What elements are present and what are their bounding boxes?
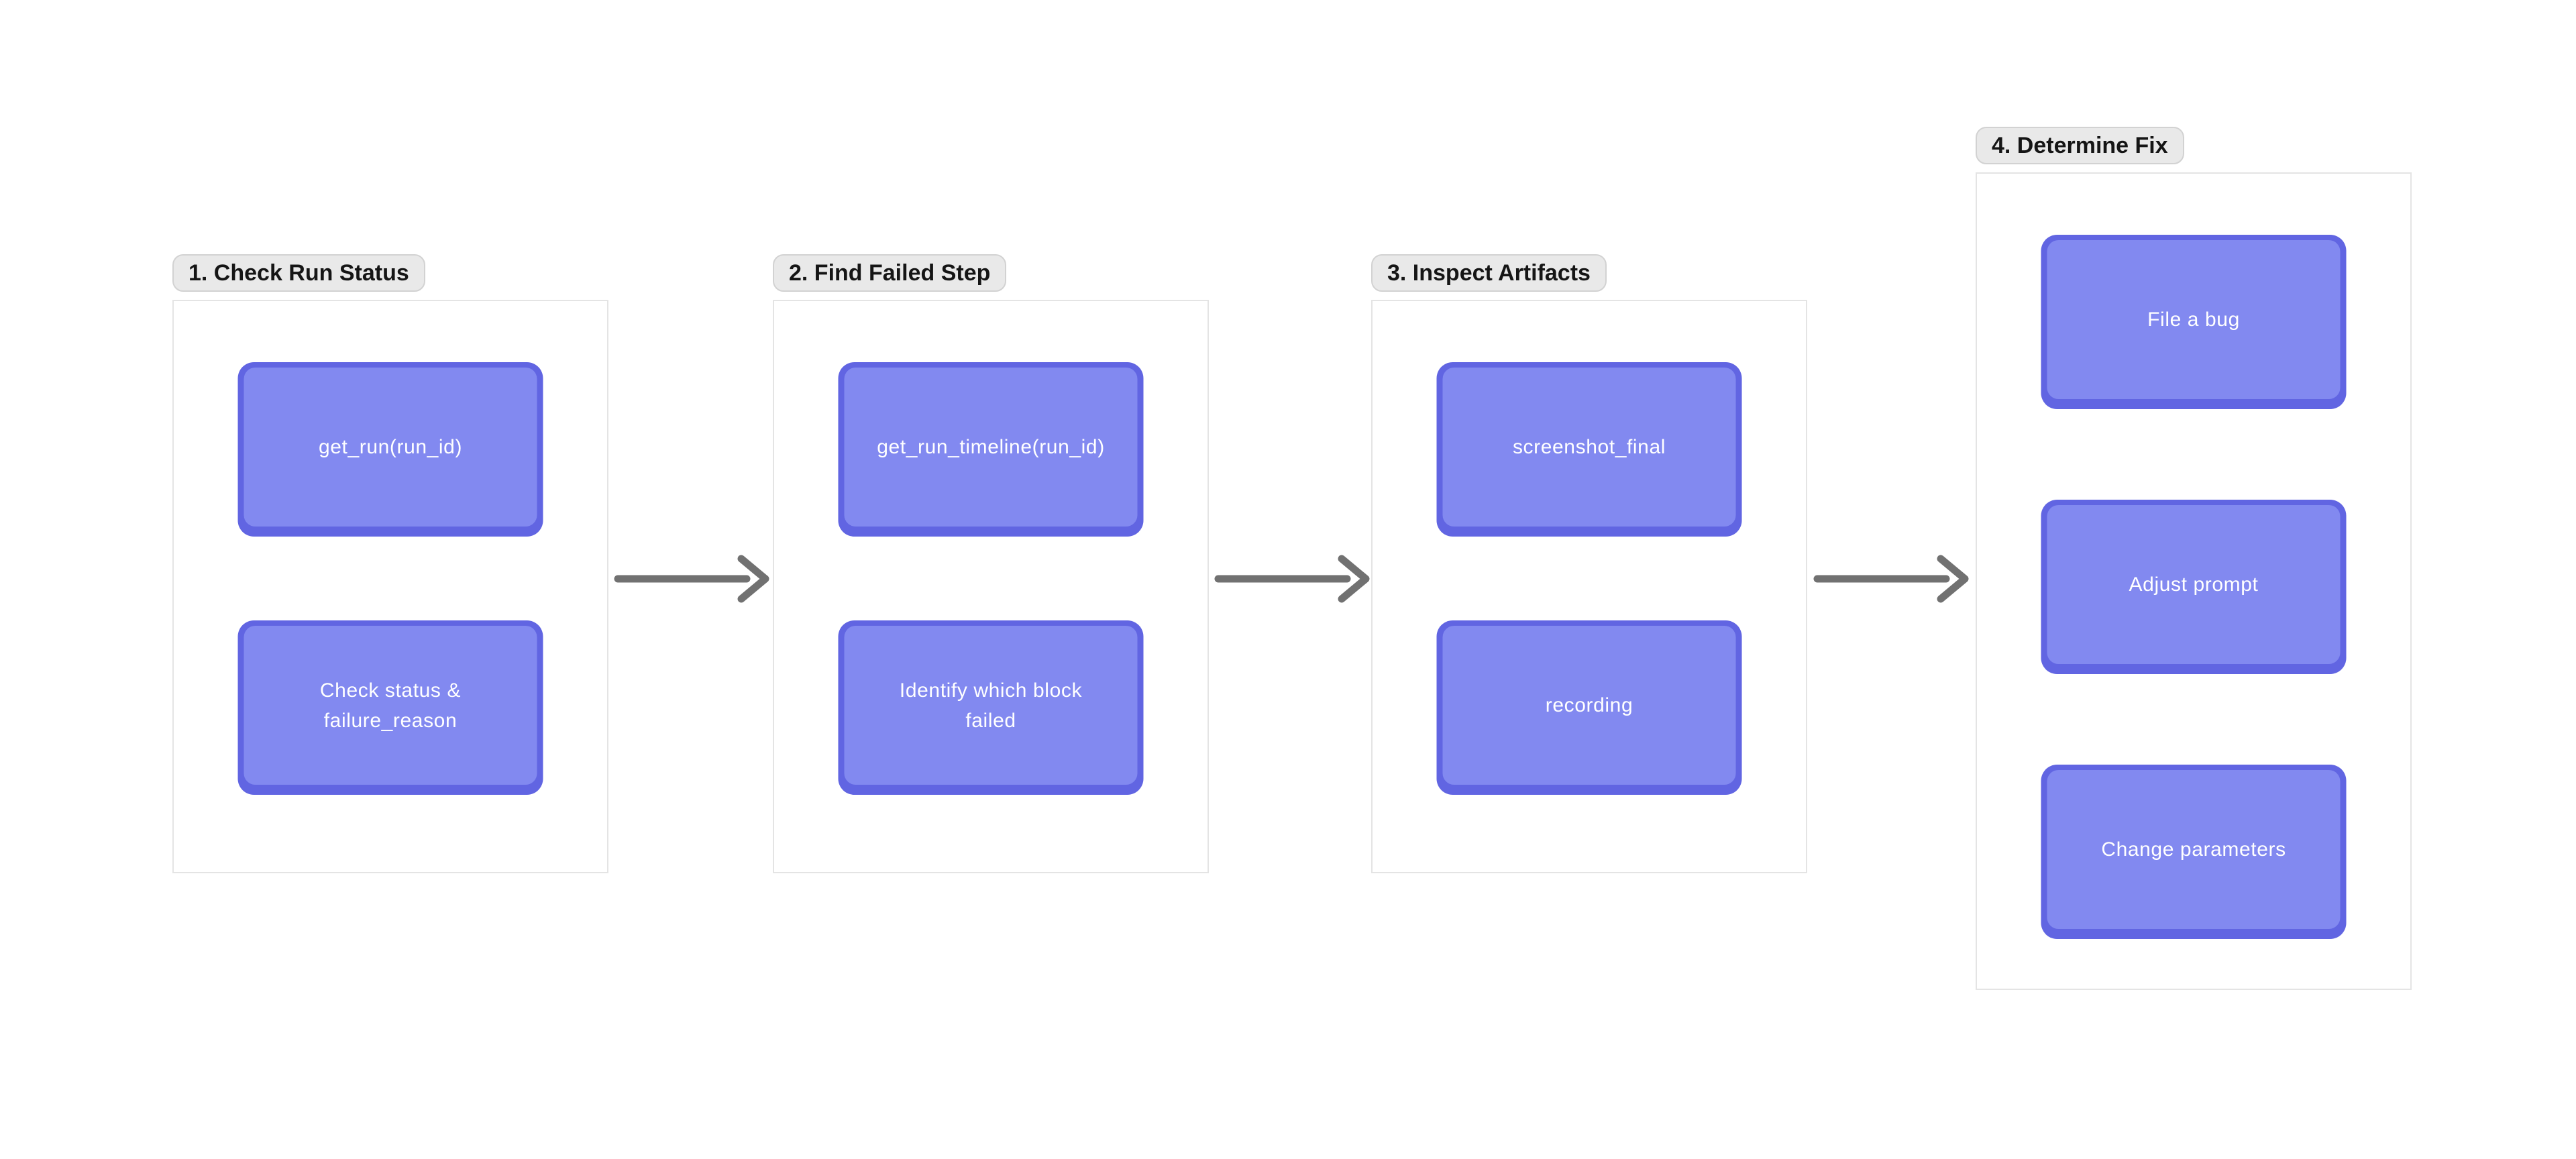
node-fill: get_run_timeline(run_id) <box>844 368 1138 527</box>
frame-label-determine-fix[interactable]: 4. Determine Fix <box>1976 127 2184 164</box>
node-recording[interactable]: recording <box>1436 620 1742 795</box>
node-get-run-timeline[interactable]: get_run_timeline(run_id) <box>838 362 1144 537</box>
node-label: get_run_timeline(run_id) <box>877 436 1105 458</box>
node-fill: get_run(run_id) <box>244 368 537 527</box>
node-screenshot-final[interactable]: screenshot_final <box>1436 362 1742 537</box>
node-fill: File a bug <box>2047 240 2341 399</box>
node-label: Identify which block failed <box>899 679 1083 732</box>
flow-arrow-3[interactable] <box>1813 542 1969 616</box>
node-label: Check status & failure_reason <box>319 679 462 732</box>
node-adjust-prompt[interactable]: Adjust prompt <box>2041 500 2347 674</box>
frame-label-check-run-status[interactable]: 1. Check Run Status <box>172 254 425 292</box>
node-get-run[interactable]: get_run(run_id) <box>237 362 543 537</box>
node-fill: Change parameters <box>2047 770 2341 929</box>
node-fill: Check status & failure_reason <box>244 626 537 785</box>
frame-find-failed-step[interactable]: get_run_timeline(run_id) Identify which … <box>773 300 1209 873</box>
node-fill: Identify which block failed <box>844 626 1138 785</box>
node-label: File a bug <box>2147 309 2240 331</box>
node-label: screenshot_final <box>1512 436 1666 458</box>
node-change-parameters[interactable]: Change parameters <box>2041 765 2347 939</box>
frame-label-find-failed-step[interactable]: 2. Find Failed Step <box>773 254 1007 292</box>
node-identify-failed-block[interactable]: Identify which block failed <box>838 620 1144 795</box>
node-fill: recording <box>1442 626 1736 785</box>
node-label: get_run(run_id) <box>318 436 463 458</box>
node-fill: screenshot_final <box>1442 368 1736 527</box>
node-label: recording <box>1545 694 1633 716</box>
flow-arrow-2[interactable] <box>1214 542 1370 616</box>
node-label: Change parameters <box>2101 838 2286 861</box>
node-check-status-failure-reason[interactable]: Check status & failure_reason <box>237 620 543 795</box>
frame-determine-fix[interactable]: File a bug Adjust prompt Change paramete… <box>1976 172 2412 990</box>
node-fill: Adjust prompt <box>2047 505 2341 664</box>
frame-check-run-status[interactable]: get_run(run_id) Check status & failure_r… <box>172 300 608 873</box>
node-label: Adjust prompt <box>2129 573 2259 596</box>
flow-arrow-1[interactable] <box>614 542 769 616</box>
frame-label-inspect-artifacts[interactable]: 3. Inspect Artifacts <box>1371 254 1607 292</box>
node-file-a-bug[interactable]: File a bug <box>2041 235 2347 409</box>
frame-inspect-artifacts[interactable]: screenshot_final recording <box>1371 300 1807 873</box>
